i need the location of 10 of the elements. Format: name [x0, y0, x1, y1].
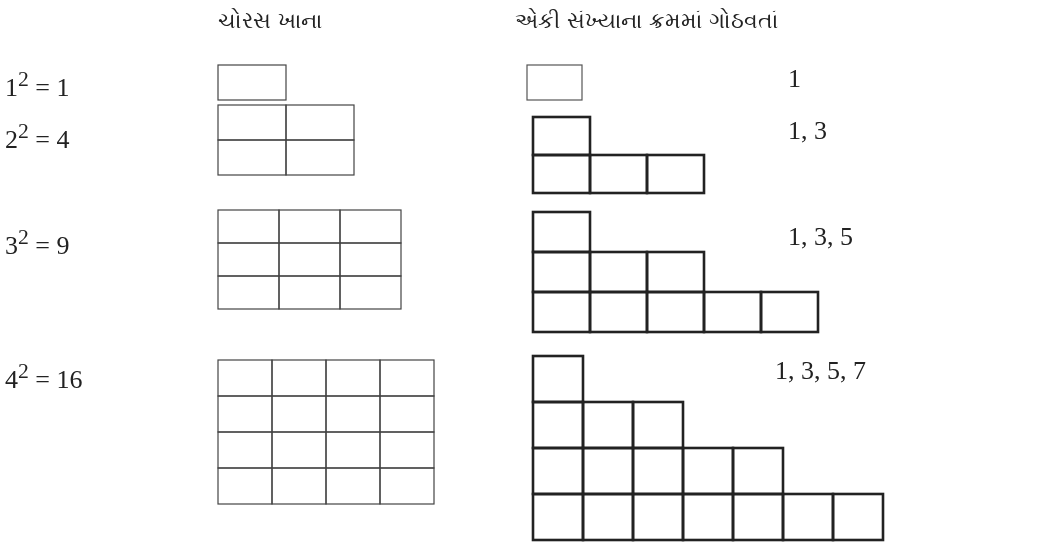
equation: 4$^{2}$ = 16 [5, 358, 83, 395]
equation: 3$^{2}$ = 9 [5, 224, 70, 261]
number-list: 1, 3 [788, 116, 827, 146]
number-list: 1, 3, 5 [788, 222, 853, 252]
equation: 1$^{2}$ = 1 [5, 66, 70, 103]
number-list: 1, 3, 5, 7 [775, 356, 866, 386]
number-list: 1 [788, 64, 801, 94]
equation: 2$^{2}$ = 4 [5, 118, 70, 155]
column-heading: એકી સંખ્યાના ક્રમમાં ગોઠવતાં [515, 7, 778, 35]
column-heading: ચોરસ ખાના [218, 7, 322, 35]
